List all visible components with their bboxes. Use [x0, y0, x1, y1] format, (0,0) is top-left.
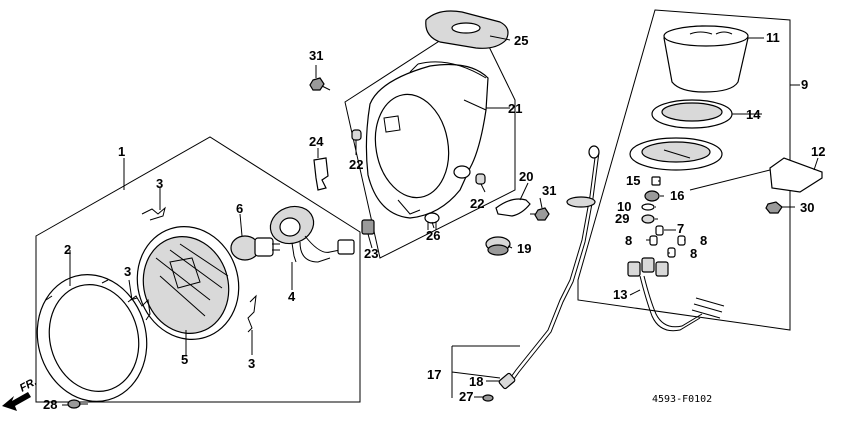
- speedometer-cable: [505, 145, 600, 387]
- bulb-8-right-upper: [677, 235, 686, 246]
- callout-22-left: 22: [349, 157, 363, 172]
- leader-lines: [62, 35, 819, 406]
- callout-2: 2: [64, 242, 71, 257]
- callout-3-left: 3: [124, 264, 131, 279]
- callout-22-right: 22: [470, 196, 484, 211]
- callout-1: 1: [118, 144, 125, 159]
- pad-25: [425, 10, 509, 49]
- callout-9: 9: [801, 77, 808, 92]
- bolt-31-lower: [530, 207, 550, 221]
- callout-labels: 1 2 3 3 3 4 5 6 7 8 8 8 9 10 11 12 13 14…: [43, 30, 825, 412]
- headlight-rim: [36, 274, 148, 402]
- nut-30: [765, 201, 783, 214]
- callout-3-lower: 3: [248, 356, 255, 371]
- callout-6: 6: [236, 201, 243, 216]
- headlight-case: [365, 61, 489, 219]
- callout-10: 10: [617, 199, 631, 214]
- stay-20: [495, 198, 531, 217]
- bulb-socket: [269, 205, 355, 263]
- callout-29: 29: [615, 211, 629, 226]
- clip-23: [361, 219, 375, 235]
- callout-8-left: 8: [625, 233, 632, 248]
- callout-5: 5: [181, 352, 188, 367]
- ring-14: [651, 99, 733, 129]
- meter-cover-11: [663, 25, 749, 93]
- callout-14: 14: [746, 107, 761, 122]
- callout-30: 30: [800, 200, 814, 215]
- spring-clip-right: [247, 294, 257, 333]
- bolt-31-upper: [309, 77, 331, 91]
- bracket-24: [313, 157, 329, 191]
- callout-23: 23: [364, 246, 378, 261]
- drawing-code: 4593-F0102: [652, 394, 712, 405]
- front-direction-arrow: FR.: [2, 376, 39, 411]
- callout-12: 12: [811, 144, 825, 159]
- callout-18: 18: [469, 374, 483, 389]
- grommet-22-upper: [351, 129, 362, 141]
- callout-11: 11: [766, 30, 780, 45]
- nut-16: [644, 190, 660, 202]
- washer-27: [482, 394, 494, 402]
- group-box-headlight: [35, 136, 361, 403]
- callout-15: 15: [626, 173, 640, 188]
- callout-31-lower: 31: [542, 183, 556, 198]
- wire-harness-13: [627, 257, 725, 332]
- washer-10: [641, 203, 655, 211]
- callout-3-upper: 3: [156, 176, 163, 191]
- spring-clip-left: [127, 295, 151, 321]
- callout-31-upper: 31: [309, 48, 323, 63]
- bulb-8-left: [649, 235, 658, 246]
- meter-body: [629, 137, 723, 171]
- headlight-unit: [136, 226, 240, 340]
- callout-4: 4: [288, 289, 296, 304]
- callout-27: 27: [459, 389, 473, 404]
- callout-24: 24: [309, 134, 324, 149]
- callout-16: 16: [670, 188, 684, 203]
- bulb-7: [655, 225, 664, 236]
- grommet-19: [485, 236, 511, 256]
- callout-28: 28: [43, 397, 57, 412]
- cable-end-18: [498, 372, 516, 390]
- callout-8-right-lower: 8: [690, 246, 697, 261]
- callout-26: 26: [426, 228, 440, 243]
- callout-13: 13: [613, 287, 627, 302]
- callout-17: 17: [427, 367, 441, 382]
- spring-clip-upper: [141, 206, 166, 221]
- callout-25: 25: [514, 33, 528, 48]
- bracket-12: [769, 157, 823, 193]
- group-box-speedometer: [577, 9, 791, 331]
- headlight-bulb: [230, 235, 280, 261]
- spacer-29: [641, 214, 655, 224]
- callout-19: 19: [517, 241, 531, 256]
- callout-21: 21: [508, 101, 522, 116]
- grommet-22-lower: [475, 173, 486, 185]
- screw-28: [67, 399, 88, 409]
- callout-20: 20: [519, 169, 533, 184]
- callout-7: 7: [677, 221, 684, 236]
- callout-8-right-upper: 8: [700, 233, 707, 248]
